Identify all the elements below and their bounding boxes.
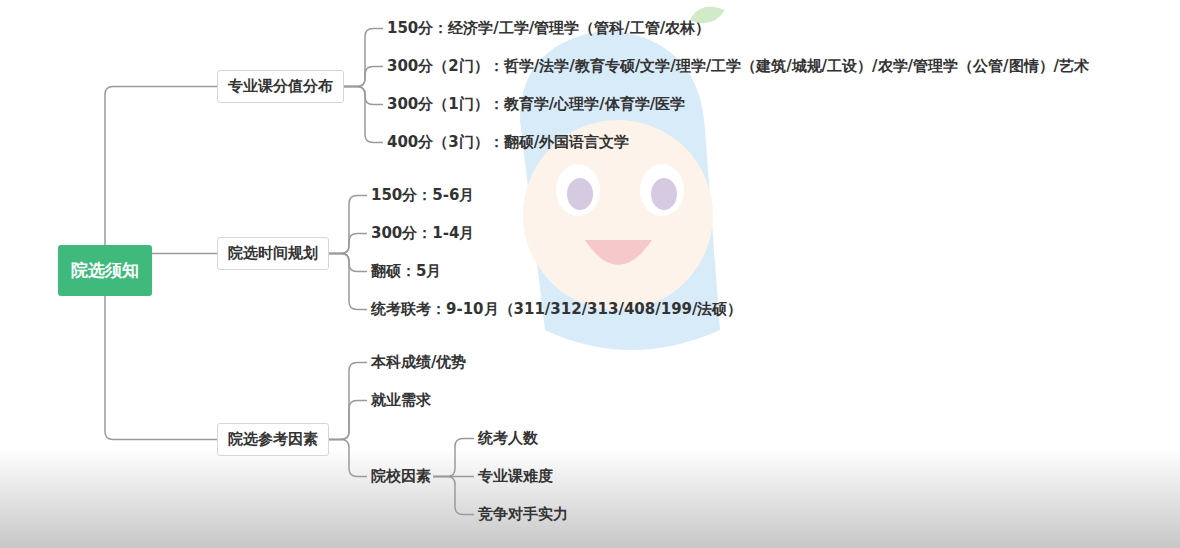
node-label: 统考人数 [478,429,538,448]
leaf-text: 翻硕：5月 [369,260,443,283]
leaf-text: 院校因素 [369,465,433,488]
leaf-text: 统考人数 [476,427,540,450]
leaf-text: 400分（3门）：翻硕/外国语言文学 [385,131,631,154]
tree-connector [433,477,474,515]
branch-box: 院选参考因素 [217,423,329,456]
leaf-text: 150分：5-6月 [369,184,476,207]
node-label: 300分：1-4月 [371,224,474,243]
branch-box: 院选时间规划 [217,237,329,270]
leaf-text: 专业课难度 [476,465,555,488]
node-label: 300分（2门）：哲学/法学/教育专硕/文学/理学/工学（建筑/城规/工设）/农… [387,57,1089,76]
node-label: 统考联考：9-10月（311/312/313/408/199/法硕） [371,300,742,319]
node-label: 就业需求 [371,391,431,410]
tree-connector [105,87,217,246]
tree-connector [329,401,367,440]
node-label: 院选时间规划 [228,244,318,263]
leaf-text: 300分（2门）：哲学/法学/教育专硕/文学/理学/工学（建筑/城规/工设）/农… [385,55,1091,78]
leaf-text: 竞争对手实力 [476,503,570,526]
tree-connector [105,296,217,440]
tree-connector [344,87,383,143]
tree-connector [344,29,383,87]
node-label: 150分：5-6月 [371,186,474,205]
node-label: 竞争对手实力 [478,505,568,524]
tree-connector [329,363,367,440]
node-label: 专业课分值分布 [228,77,333,96]
tree-connector [329,254,367,310]
leaf-text: 就业需求 [369,389,433,412]
node-label: 院选须知 [71,259,139,282]
video-bar-shade [0,448,1180,548]
tree-connector [433,439,474,477]
node-label: 300分（1门）：教育学/心理学/体育学/医学 [387,95,685,114]
branch-box: 专业课分值分布 [217,70,344,103]
leaf-text: 统考联考：9-10月（311/312/313/408/199/法硕） [369,298,744,321]
leaf-text: 300分：1-4月 [369,222,476,245]
tree-connector [329,196,367,254]
node-label: 本科成绩/优势 [371,353,466,372]
node-label: 专业课难度 [478,467,553,486]
tree-connector [329,234,367,254]
root-box: 院选须知 [58,245,152,296]
leaf-text: 本科成绩/优势 [369,351,468,374]
node-label: 150分：经济学/工学/管理学（管科/工管/农林） [387,19,710,38]
leaf-text: 300分（1门）：教育学/心理学/体育学/医学 [385,93,687,116]
tree-connector [152,253,217,254]
node-label: 院校因素 [371,467,431,486]
node-label: 院选参考因素 [228,430,318,449]
node-label: 400分（3门）：翻硕/外国语言文学 [387,133,629,152]
node-label: 翻硕：5月 [371,262,441,281]
leaf-text: 150分：经济学/工学/管理学（管科/工管/农林） [385,17,712,40]
tree-connector [344,67,383,87]
tree-connector [329,440,367,477]
